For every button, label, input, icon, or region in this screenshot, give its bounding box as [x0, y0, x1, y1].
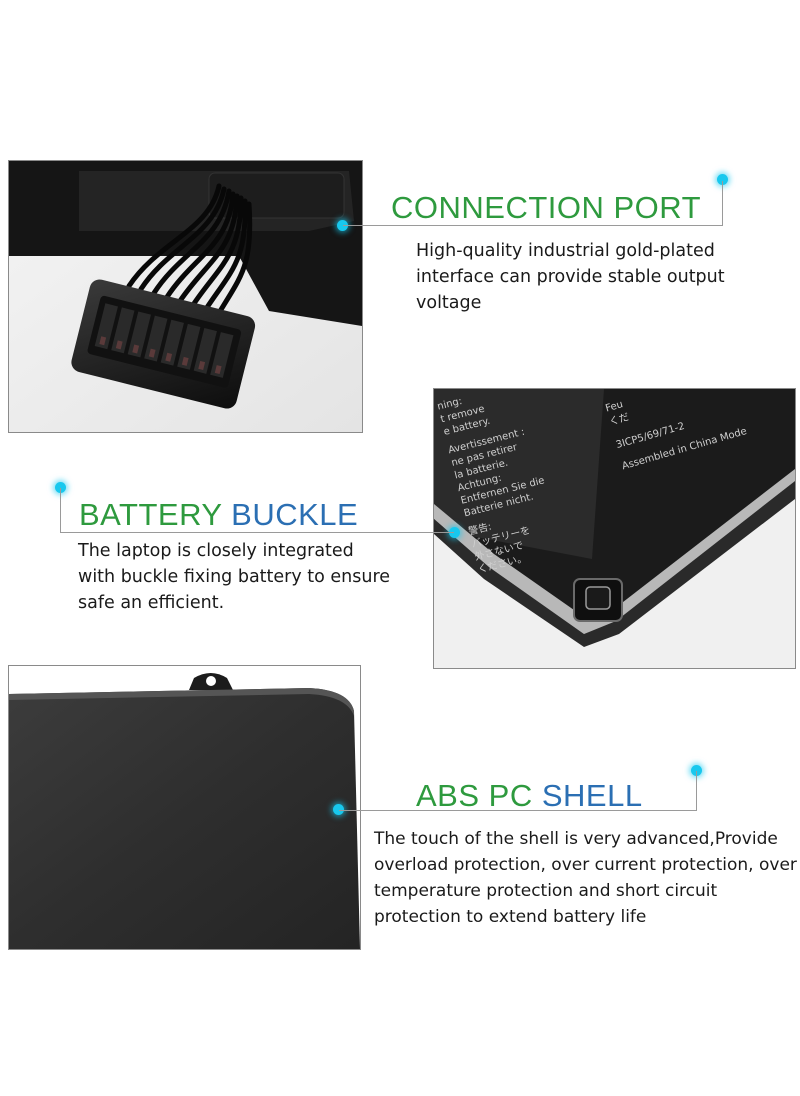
battery-buckle-pointer-dot: [449, 527, 460, 538]
battery-buckle-description: The laptop is closely integrated with bu…: [78, 541, 391, 613]
abs-shell-title-accent: SHELL: [541, 778, 643, 813]
abs-shell-title-main: ABS PC: [416, 778, 533, 813]
connector-photo-art: [9, 161, 362, 432]
connector-photo: [8, 160, 363, 433]
connection-port-title: CONNECTION PORT: [391, 192, 701, 223]
battery-buckle-title-accent: BUCKLE: [231, 497, 359, 532]
abs-shell-title: ABS PC SHELL: [416, 780, 643, 811]
battery-buckle-title-main: BATTERY: [79, 497, 223, 532]
abs-shell-pointer-dot: [333, 804, 344, 815]
abs-shell-corner-dot: [691, 765, 702, 776]
battery-buckle-corner-dot: [55, 482, 66, 493]
buckle-photo-art: [434, 389, 795, 668]
connection-port-bracket-line: [722, 181, 723, 226]
buckle-label-text: ning: t remove e battery. Avertissement …: [434, 389, 795, 668]
battery-buckle-title: BATTERY BUCKLE: [79, 499, 358, 530]
connection-port-leader-line: [343, 225, 723, 226]
connection-port-pointer-dot: [337, 220, 348, 231]
connection-port-title-main: CONNECTION PORT: [391, 190, 702, 225]
battery-buckle-bracket-line: [60, 488, 61, 533]
abs-shell-description: The touch of the shell is very advanced,…: [374, 829, 797, 927]
connection-port-description: High-quality industrial gold-plated inte…: [416, 241, 725, 313]
battery-buckle-leader-line: [60, 532, 454, 533]
connection-port-corner-dot: [717, 174, 728, 185]
shell-photo-art: [9, 666, 360, 949]
abs-shell-leader-line: [339, 810, 696, 811]
buckle-photo: ning: t remove e battery. Avertissement …: [433, 388, 796, 669]
shell-photo: [8, 665, 361, 950]
buckle-warning-text: ning: t remove e battery. Avertissement …: [436, 389, 563, 577]
buckle-model-text: Feu くだ 3ICP5/69/71-2 Assembled in China …: [604, 389, 749, 474]
abs-shell-bracket-line: [696, 771, 697, 811]
